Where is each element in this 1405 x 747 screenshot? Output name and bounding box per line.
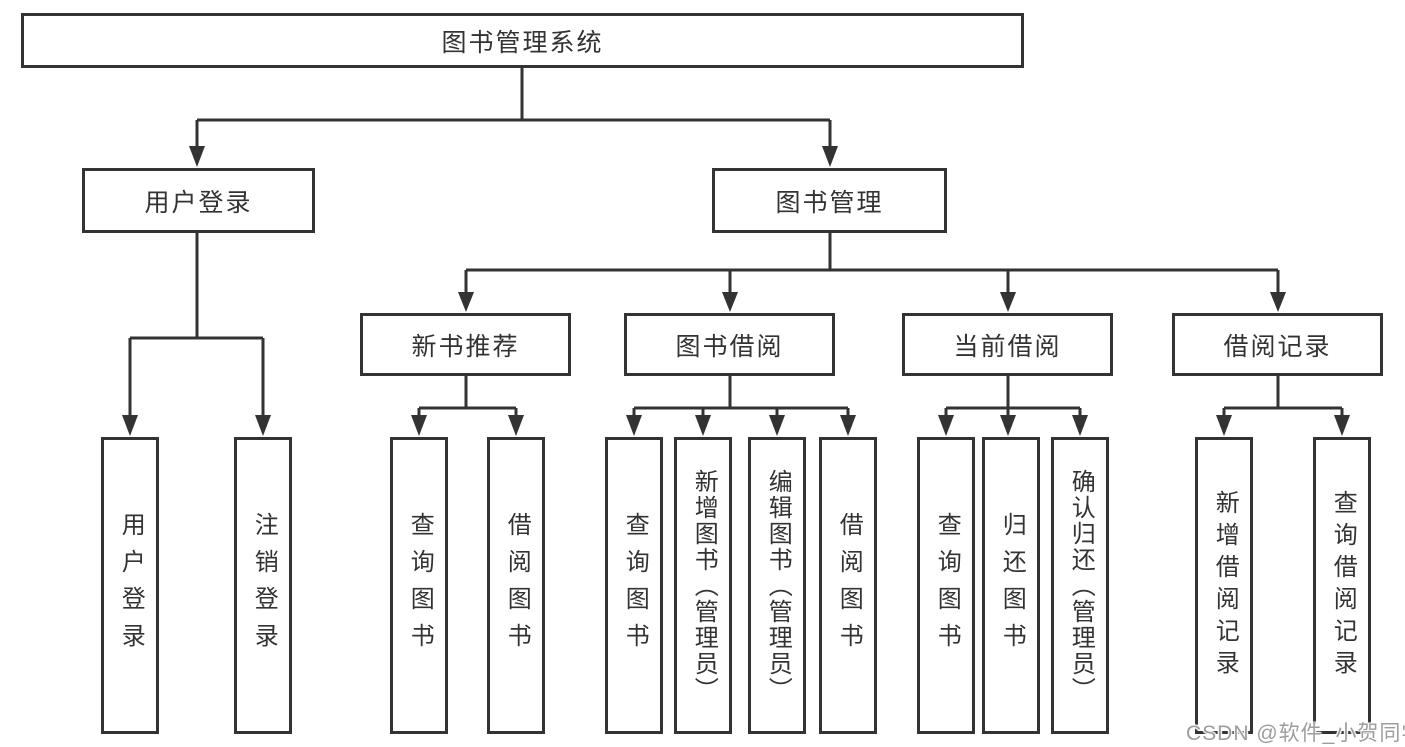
node-book-management: 图书管理 bbox=[712, 168, 947, 233]
node-label: 图书借阅 bbox=[675, 332, 784, 361]
node-label: 查询图书 bbox=[621, 511, 649, 660]
arrow-down-icon bbox=[255, 415, 271, 436]
arrow-down-icon bbox=[695, 415, 711, 436]
node-label: 新书推荐 bbox=[411, 332, 520, 361]
node-borrow-records: 借阅记录 bbox=[1172, 313, 1383, 376]
arrow-down-icon bbox=[626, 415, 642, 436]
arrow-down-icon bbox=[1000, 292, 1016, 312]
node-label: 借阅图书 bbox=[835, 511, 863, 660]
connector-paths bbox=[128, 68, 1344, 420]
node-label: 用户登录 bbox=[117, 511, 145, 660]
leaf-add-books-admin: 新增图书（管理员） bbox=[674, 437, 732, 734]
arrow-down-icon bbox=[722, 292, 738, 312]
node-label: 注销登录 bbox=[250, 511, 278, 660]
node-label: 编辑图书（管理员） bbox=[764, 468, 792, 703]
leaf-edit-books-admin: 编辑图书（管理员） bbox=[748, 437, 806, 734]
node-label: 当前借阅 bbox=[953, 332, 1062, 361]
node-label: 借阅图书 bbox=[503, 511, 531, 660]
arrow-down-icon bbox=[1216, 415, 1232, 436]
arrow-down-icon bbox=[769, 415, 785, 436]
leaf-borrow-books: 借阅图书 bbox=[487, 437, 545, 734]
leaf-query-borrow-record: 查询借阅记录 bbox=[1313, 437, 1371, 734]
arrow-down-icon bbox=[1072, 415, 1088, 436]
arrow-down-icon bbox=[122, 415, 138, 436]
arrowheads bbox=[122, 146, 1350, 436]
node-label: 确认归还（管理员） bbox=[1067, 468, 1095, 703]
node-label: 归还图书 bbox=[998, 511, 1026, 660]
node-book-borrowing: 图书借阅 bbox=[624, 313, 835, 376]
arrow-down-icon bbox=[411, 415, 427, 436]
node-label: 新增借阅记录 bbox=[1211, 489, 1239, 682]
node-label: 借阅记录 bbox=[1223, 332, 1332, 361]
leaf-query-books: 查询图书 bbox=[917, 437, 975, 734]
csdn-watermark: CSDN @软件_小贺同学 bbox=[1186, 722, 1405, 745]
node-new-book-recommend: 新书推荐 bbox=[360, 313, 571, 376]
arrow-down-icon bbox=[938, 415, 954, 436]
arrow-down-icon bbox=[508, 415, 524, 436]
arrow-down-icon bbox=[840, 415, 856, 436]
arrow-down-icon bbox=[1270, 292, 1286, 312]
node-current-borrowing: 当前借阅 bbox=[902, 313, 1113, 376]
leaf-query-books: 查询图书 bbox=[605, 437, 663, 734]
node-label: 用户登录 bbox=[144, 188, 253, 217]
arrow-down-icon bbox=[822, 146, 838, 167]
arrow-down-icon bbox=[189, 146, 205, 167]
leaf-logout: 注销登录 bbox=[234, 437, 292, 734]
arrow-down-icon bbox=[1334, 415, 1350, 436]
node-label: 图书管理系统 bbox=[441, 28, 604, 57]
leaf-add-borrow-record: 新增借阅记录 bbox=[1195, 437, 1253, 734]
node-user-login: 用户登录 bbox=[82, 168, 315, 233]
node-label: 查询图书 bbox=[933, 511, 961, 660]
node-label: 新增图书（管理员） bbox=[690, 468, 718, 703]
leaf-return-books: 归还图书 bbox=[982, 437, 1040, 734]
arrow-down-icon bbox=[458, 292, 474, 312]
leaf-query-books: 查询图书 bbox=[390, 437, 448, 734]
node-label: 图书管理 bbox=[775, 188, 884, 217]
leaf-user-login: 用户登录 bbox=[101, 437, 159, 734]
node-label: 查询图书 bbox=[406, 511, 434, 660]
node-label: 查询借阅记录 bbox=[1329, 489, 1357, 682]
leaf-confirm-return-admin: 确认归还（管理员） bbox=[1051, 437, 1109, 734]
arrow-down-icon bbox=[1000, 415, 1016, 436]
leaf-borrow-books: 借阅图书 bbox=[819, 437, 877, 734]
node-library-management-system: 图书管理系统 bbox=[21, 13, 1024, 68]
